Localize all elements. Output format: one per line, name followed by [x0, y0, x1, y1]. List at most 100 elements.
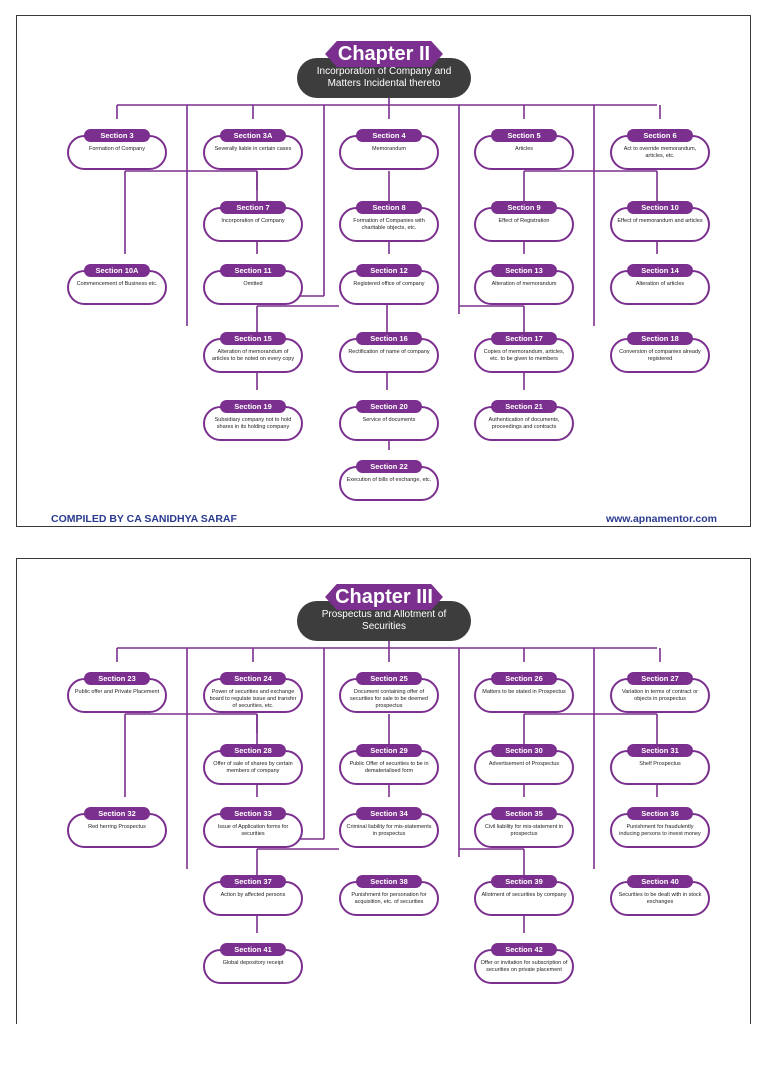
node-section-24: Section 24 Power of securities and exchan…: [203, 672, 303, 713]
node-section-15: Section 15 Alteration of memorandum of ar…: [203, 332, 303, 373]
section-label: Section 13: [491, 264, 557, 277]
node-section-18: Section 18 Conversion of companies alread…: [610, 332, 710, 373]
section-label: Section 35: [491, 807, 557, 820]
section-label: Section 3: [84, 129, 150, 142]
section-label: Section 25: [356, 672, 422, 685]
section-description: Public offer and Private Placement: [74, 689, 160, 695]
section-description: Punishment for fraudulently inducing per…: [619, 824, 701, 837]
section-label: Section 21: [491, 400, 557, 413]
section-description: Allotment of securities by company: [481, 892, 567, 898]
section-label: Section 38: [356, 875, 422, 888]
node-section-30: Section 30 Advertisement of Prospectus: [474, 744, 574, 785]
section-label: Section 39: [491, 875, 557, 888]
section-label: Section 24: [220, 672, 286, 685]
website-link[interactable]: www.apnamentor.com: [605, 513, 717, 525]
node-section-25: Section 25 Document containing offer of s…: [339, 672, 439, 713]
node-section-4: Section 4 Memorandum: [339, 129, 439, 170]
section-description: Matters to be stated in Prospectus: [482, 689, 566, 695]
section-description: Document containing offer of securities …: [350, 689, 428, 709]
section-description: Power of securities and exchange board t…: [209, 689, 297, 709]
section-label: Section 29: [356, 744, 422, 757]
section-label: Section 17: [491, 332, 557, 345]
section-label: Section 26: [491, 672, 557, 685]
section-label: Section 40: [627, 875, 693, 888]
section-description: Memorandum: [372, 146, 406, 152]
section-label: Section 11: [220, 264, 286, 277]
chapter-3-page: Chapter III Prospectus and Allotment of …: [16, 558, 751, 1024]
section-description: Registered office of company: [353, 281, 425, 287]
section-label: Section 6: [627, 129, 693, 142]
section-description: Commencement of Business etc.: [76, 281, 158, 287]
section-label: Section 19: [220, 400, 286, 413]
chapter-title: Chapter III: [325, 584, 443, 610]
node-section-40: Section 40 Securities to be dealt with in…: [610, 875, 710, 916]
section-label: Section 28: [220, 744, 286, 757]
node-section-7: Section 7 Incorporation of Company: [203, 201, 303, 242]
section-description: Formation of Companies with charitable o…: [353, 218, 425, 231]
section-label: Section 22: [356, 460, 422, 473]
section-description: Action by affected persons: [220, 892, 286, 898]
node-section-10a: Section 10A Commencement of Business etc.: [67, 264, 167, 305]
section-label: Section 41: [220, 943, 286, 956]
node-section-17: Section 17 Copies of memorandum, articles…: [474, 332, 574, 373]
node-section-34: Section 34 Criminal liability for mis-sta…: [339, 807, 439, 848]
node-section-26: Section 26 Matters to be stated in Prospe…: [474, 672, 574, 713]
section-description: Copies of memorandum, articles, etc. to …: [483, 349, 565, 362]
section-label: Section 10A: [84, 264, 150, 277]
section-label: Section 34: [356, 807, 422, 820]
section-label: Section 4: [356, 129, 422, 142]
section-label: Section 5: [491, 129, 557, 142]
compiler-credit: COMPILED BY CA SANIDHYA SARAF: [51, 513, 237, 525]
section-description: Subsidiary company not to hold shares in…: [214, 417, 292, 430]
section-description: Formation of Company: [89, 146, 145, 152]
section-label: Section 30: [491, 744, 557, 757]
section-label: Section 18: [627, 332, 693, 345]
section-label: Section 9: [491, 201, 557, 214]
chapter-title: Chapter II: [325, 41, 443, 67]
section-label: Section 15: [220, 332, 286, 345]
chapter-2-page: Chapter II Incorporation of Company and …: [16, 15, 751, 527]
section-label: Section 27: [627, 672, 693, 685]
section-description: Advertisement of Prospectus: [488, 761, 560, 767]
node-section-19: Section 19 Subsidiary company not to hold…: [203, 400, 303, 441]
node-section-42: Section 42 Offer or invitation for subscr…: [474, 943, 574, 984]
node-section-6: Section 6 Act to override memorandum, art…: [610, 129, 710, 170]
section-description: Act to override memorandum, articles, et…: [623, 146, 697, 159]
section-description: Omitted: [243, 281, 263, 287]
section-label: Section 16: [356, 332, 422, 345]
section-description: Conversion of companies already register…: [619, 349, 701, 362]
section-label: Section 7: [220, 201, 286, 214]
node-section-38: Section 38 Punishment for personation for…: [339, 875, 439, 916]
section-description: Alteration of memorandum: [491, 281, 557, 287]
section-description: Alteration of articles: [635, 281, 685, 287]
section-description: Severally liable in certain cases: [214, 146, 292, 152]
section-description: Punishment for personation for acquisiti…: [351, 892, 427, 905]
section-description: Alteration of memorandum of articles to …: [211, 349, 295, 362]
node-section-28: Section 28 Offer of sale of shares by cer…: [203, 744, 303, 785]
node-section-13: Section 13 Alteration of memorandum: [474, 264, 574, 305]
section-description: Offer of sale of shares by certain membe…: [213, 761, 293, 774]
section-description: Shelf Prospectus: [639, 761, 681, 767]
section-label: Section 42: [491, 943, 557, 956]
section-description: Criminal liability for mis-statements in…: [346, 824, 432, 837]
section-label: Section 32: [84, 807, 150, 820]
section-description: Securities to be dealt with in stock exc…: [618, 892, 702, 905]
section-label: Section 20: [356, 400, 422, 413]
section-description: Red herring Prospectus: [88, 824, 146, 830]
section-label: Section 3A: [220, 129, 286, 142]
section-description: Offer or invitation for subscription of …: [480, 960, 568, 973]
section-description: Incorporation of Company: [221, 218, 285, 224]
